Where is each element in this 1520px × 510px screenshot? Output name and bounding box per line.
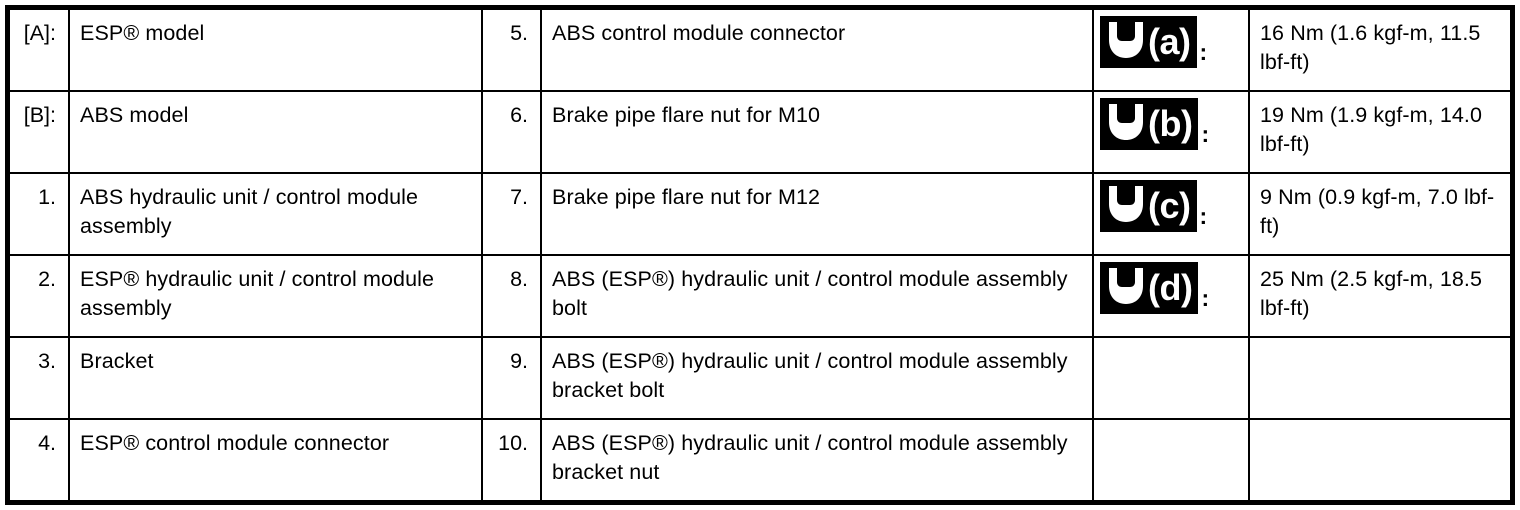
- torque-value-cell-empty: [1250, 420, 1510, 500]
- item-key-left-label: 4.: [38, 431, 56, 455]
- item-description-left: ESP® control module connector: [70, 420, 483, 500]
- item-description-right: ABS (ESP®) hydraulic unit / control modu…: [542, 420, 1094, 500]
- item-description-left-label: ABS model: [80, 103, 189, 127]
- torque-symbol-cell: (b) :: [1094, 92, 1250, 172]
- torque-wrench-letter: (b): [1148, 103, 1193, 144]
- torque-value-cell: 25 Nm (2.5 kgf-m, 18.5 lbf-ft): [1250, 256, 1510, 336]
- item-description-left: ESP® model: [70, 10, 483, 90]
- item-description-left-label: Bracket: [80, 349, 154, 373]
- item-key-right-label: 10.: [498, 431, 528, 455]
- torque-wrench-icon: [1109, 186, 1143, 222]
- item-description-right-label: ABS (ESP®) hydraulic unit / control modu…: [552, 267, 1074, 320]
- item-key-right: 10.: [483, 420, 542, 500]
- torque-symbol-cell: (a) :: [1094, 10, 1250, 90]
- item-description-left-label: ESP® model: [80, 21, 205, 45]
- item-description-right-label: Brake pipe flare nut for M10: [552, 103, 821, 127]
- component-torque-table: [A]: ESP® model 5. ABS control module co…: [5, 5, 1515, 505]
- torque-value-cell-empty: [1250, 338, 1510, 418]
- item-description-left-label: ESP® hydraulic unit / control module ass…: [80, 267, 441, 320]
- item-description-left: ESP® hydraulic unit / control module ass…: [70, 256, 483, 336]
- item-description-right: Brake pipe flare nut for M12: [542, 174, 1094, 254]
- torque-symbol-colon: :: [1201, 121, 1210, 147]
- torque-symbol-colon: :: [1199, 203, 1208, 229]
- torque-symbol-cell-empty: [1094, 420, 1250, 500]
- item-description-right-label: ABS (ESP®) hydraulic unit / control modu…: [552, 431, 1074, 484]
- torque-wrench-plate: (b): [1100, 98, 1199, 150]
- item-key-left-label: 1.: [38, 185, 56, 209]
- torque-value-label: 25 Nm (2.5 kgf-m, 18.5 lbf-ft): [1260, 267, 1489, 320]
- torque-wrench-plate: (a): [1100, 16, 1197, 68]
- torque-value-cell: 16 Nm (1.6 kgf-m, 11.5 lbf-ft): [1250, 10, 1510, 90]
- item-description-right: ABS (ESP®) hydraulic unit / control modu…: [542, 338, 1094, 418]
- torque-value-cell: 9 Nm (0.9 kgf-m, 7.0 lbf-ft): [1250, 174, 1510, 254]
- item-description-right: Brake pipe flare nut for M10: [542, 92, 1094, 172]
- torque-value-label: 9 Nm (0.9 kgf-m, 7.0 lbf-ft): [1260, 185, 1495, 238]
- item-key-right-label: 7.: [510, 185, 528, 209]
- torque-symbol-colon: :: [1199, 39, 1208, 65]
- item-key-left-label: [A]:: [23, 21, 56, 45]
- torque-wrench-icon: [1109, 268, 1143, 304]
- item-key-left-label: 3.: [38, 349, 56, 373]
- item-description-left: ABS hydraulic unit / control module asse…: [70, 174, 483, 254]
- item-key-right: 6.: [483, 92, 542, 172]
- torque-wrench-badge: (b) :: [1100, 98, 1209, 150]
- item-key-left-label: [B]:: [23, 103, 56, 127]
- item-key-right-label: 5.: [510, 21, 528, 45]
- torque-symbol-cell: (d) :: [1094, 256, 1250, 336]
- item-description-right-label: Brake pipe flare nut for M12: [552, 185, 821, 209]
- item-key-left: [B]:: [10, 92, 70, 172]
- torque-wrench-badge: (c) :: [1100, 180, 1207, 232]
- torque-wrench-plate: (d): [1100, 262, 1199, 314]
- item-key-right: 5.: [483, 10, 542, 90]
- torque-symbol-cell-empty: [1094, 338, 1250, 418]
- item-key-left: [A]:: [10, 10, 70, 90]
- torque-symbol-colon: :: [1201, 285, 1210, 311]
- item-key-right: 7.: [483, 174, 542, 254]
- item-key-left: 1.: [10, 174, 70, 254]
- table-row: [A]: ESP® model 5. ABS control module co…: [10, 10, 1510, 92]
- item-description-right: ABS control module connector: [542, 10, 1094, 90]
- item-key-right-label: 6.: [510, 103, 528, 127]
- item-key-right: 8.: [483, 256, 542, 336]
- item-description-left-label: ABS hydraulic unit / control module asse…: [80, 185, 425, 238]
- item-key-right: 9.: [483, 338, 542, 418]
- torque-wrench-letter: (c): [1148, 185, 1191, 226]
- torque-wrench-letter: (d): [1148, 267, 1193, 308]
- item-description-right: ABS (ESP®) hydraulic unit / control modu…: [542, 256, 1094, 336]
- item-description-left: ABS model: [70, 92, 483, 172]
- table-row: [B]: ABS model 6. Brake pipe flare nut f…: [10, 92, 1510, 174]
- torque-value-cell: 19 Nm (1.9 kgf-m, 14.0 lbf-ft): [1250, 92, 1510, 172]
- item-key-right-label: 9.: [510, 349, 528, 373]
- item-description-right-label: ABS control module connector: [552, 21, 846, 45]
- item-key-left-label: 2.: [38, 267, 56, 291]
- table-row: 1. ABS hydraulic unit / control module a…: [10, 174, 1510, 256]
- torque-wrench-icon: [1109, 22, 1143, 58]
- table-row: 3. Bracket 9. ABS (ESP®) hydraulic unit …: [10, 338, 1510, 420]
- torque-wrench-plate: (c): [1100, 180, 1197, 232]
- item-description-right-label: ABS (ESP®) hydraulic unit / control modu…: [552, 349, 1074, 402]
- item-description-left: Bracket: [70, 338, 483, 418]
- torque-symbol-cell: (c) :: [1094, 174, 1250, 254]
- table-row: 2. ESP® hydraulic unit / control module …: [10, 256, 1510, 338]
- torque-wrench-badge: (d) :: [1100, 262, 1209, 314]
- item-key-left: 3.: [10, 338, 70, 418]
- item-key-left: 4.: [10, 420, 70, 500]
- table-row: 4. ESP® control module connector 10. ABS…: [10, 420, 1510, 500]
- torque-wrench-badge: (a) :: [1100, 16, 1207, 68]
- torque-wrench-letter: (a): [1148, 21, 1191, 62]
- item-key-left: 2.: [10, 256, 70, 336]
- item-description-left-label: ESP® control module connector: [80, 431, 390, 455]
- torque-wrench-icon: [1109, 104, 1143, 140]
- torque-value-label: 19 Nm (1.9 kgf-m, 14.0 lbf-ft): [1260, 103, 1489, 156]
- torque-value-label: 16 Nm (1.6 kgf-m, 11.5 lbf-ft): [1260, 21, 1487, 74]
- item-key-right-label: 8.: [510, 267, 528, 291]
